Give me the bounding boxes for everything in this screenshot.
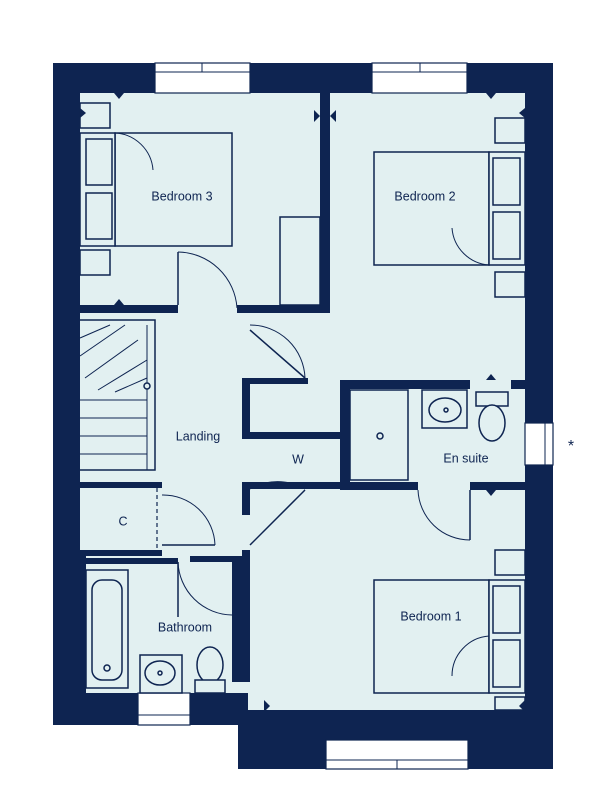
room-labels: Bedroom 3 Bedroom 2 Landing W En suite C…: [118, 189, 488, 634]
bathroom-wc-cistern: [194, 679, 226, 694]
label-landing: Landing: [176, 429, 221, 443]
window-bathroom: [137, 692, 191, 726]
label-cupboard: C: [118, 514, 127, 528]
direction-markers: [80, 93, 525, 712]
label-bedroom3: Bedroom 3: [151, 189, 212, 203]
bathroom-wc-bowl: [196, 646, 224, 684]
en-suite-fixtures: [349, 389, 509, 481]
bathroom-fixtures: [85, 569, 226, 694]
en-suite-wc-bowl: [478, 404, 506, 442]
bedroom3-furniture: [79, 102, 233, 276]
label-en-suite: En suite: [443, 451, 488, 465]
bedroom2-furniture: [373, 117, 526, 298]
window-en-suite: [524, 422, 554, 466]
footnote-marker: *: [568, 438, 574, 455]
shower-tray: [349, 389, 409, 481]
en-suite-wc-cistern: [475, 391, 509, 407]
label-bedroom1: Bedroom 1: [400, 609, 461, 623]
interior-walls: [80, 93, 525, 693]
windows: [137, 62, 554, 770]
staircase: [79, 319, 156, 471]
label-bathroom: Bathroom: [158, 620, 212, 634]
label-wardrobe: W: [292, 452, 304, 466]
bedroom1-furniture: [373, 549, 526, 711]
label-bedroom2: Bedroom 2: [394, 189, 455, 203]
doors: [161, 251, 471, 617]
